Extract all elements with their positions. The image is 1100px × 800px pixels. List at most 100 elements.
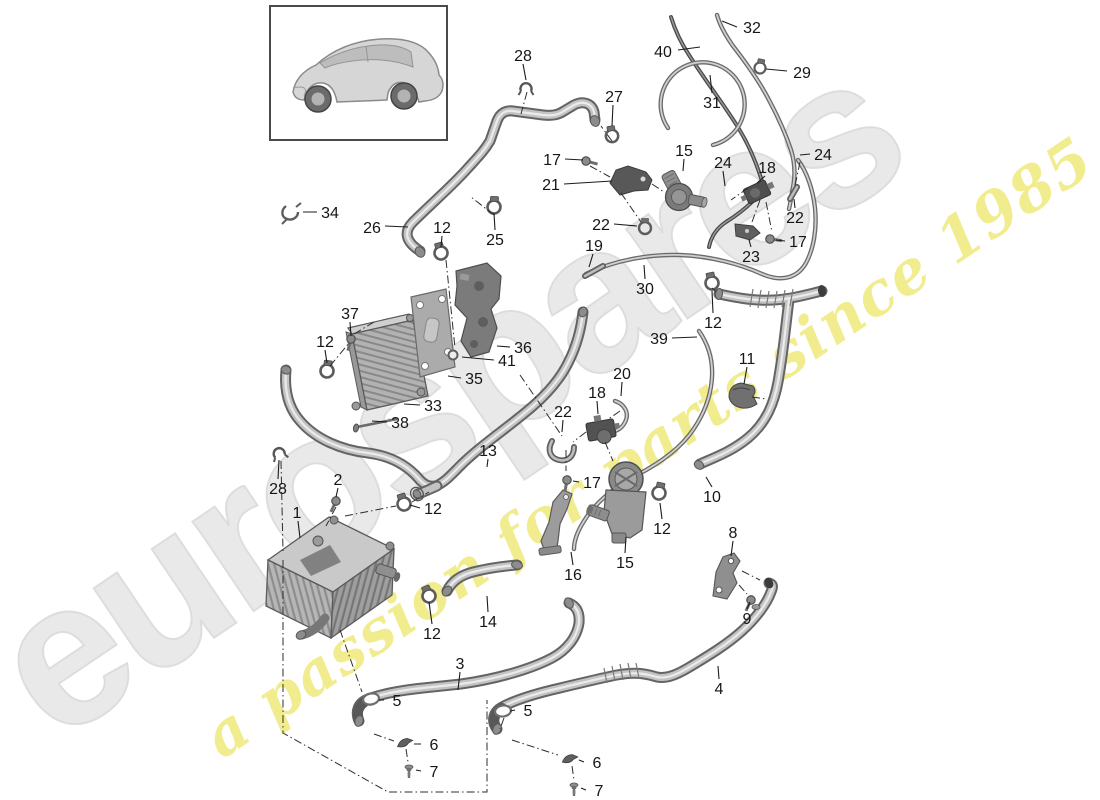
part-label-7-a: 7 (430, 764, 439, 781)
water-pump-15-top (661, 169, 708, 212)
part-label-21: 21 (542, 177, 560, 194)
housing-36 (454, 262, 502, 358)
watermark-brand-text: eurospares (0, 13, 938, 782)
part-label-6-a: 6 (430, 737, 439, 754)
clip-28-a (517, 82, 535, 97)
hose-39 (571, 328, 715, 552)
clip-6-a (395, 736, 414, 749)
part-label-17-a: 17 (543, 152, 561, 169)
part-label-24-b: 24 (814, 147, 832, 164)
part-label-3: 3 (456, 656, 465, 673)
part-label-32: 32 (743, 20, 761, 37)
oil-cooler-33 (345, 313, 429, 411)
bolt-9 (740, 592, 761, 615)
part-label-26: 26 (363, 220, 381, 237)
part-label-10: 10 (703, 489, 721, 506)
hose-4 (491, 576, 775, 735)
part-label-23: 23 (742, 249, 760, 266)
part-label-18-a: 18 (758, 160, 776, 177)
part-label-22-c: 22 (554, 404, 572, 421)
part-label-24-a: 24 (714, 155, 732, 172)
gasket-35 (410, 288, 456, 378)
bracket-11 (728, 382, 758, 409)
part-label-8: 8 (729, 525, 738, 542)
part-label-30: 30 (636, 281, 654, 298)
part-label-33: 33 (424, 398, 442, 415)
hose-14 (440, 560, 523, 598)
part-label-12-d: 12 (424, 501, 442, 518)
valve-18-center (585, 414, 620, 445)
part-label-15-a: 15 (675, 143, 693, 160)
hose-26 (407, 103, 601, 258)
hose-loop-31 (658, 60, 747, 148)
part-label-17-b: 17 (789, 234, 807, 251)
hose-10-corrugation (749, 288, 794, 309)
part-label-12-f: 12 (423, 626, 441, 643)
fitting-22 (787, 184, 800, 202)
bolt-38 (352, 417, 398, 433)
bolt-7-a (403, 763, 415, 780)
part-label-5-a: 5 (393, 693, 402, 710)
part-label-11: 11 (739, 351, 756, 368)
part-label-27: 27 (605, 89, 623, 106)
part-label-16: 16 (564, 567, 582, 584)
part-label-31: 31 (703, 95, 721, 112)
vacuum-hose-40 (669, 15, 768, 197)
bolt-7-b (568, 781, 580, 798)
part-label-12-c: 12 (704, 315, 722, 332)
part-label-37: 37 (341, 306, 359, 323)
part-label-28-b: 28 (269, 481, 287, 498)
bracket-16 (538, 489, 573, 556)
part-label-20: 20 (613, 366, 631, 383)
car-illustration (292, 38, 444, 113)
bracket-21 (609, 165, 653, 196)
connector-pipe-19 (582, 263, 606, 279)
part-label-35: 35 (465, 371, 483, 388)
part-labels: 32 40 29 31 28 27 17 21 15 24 18 24 22 1… (269, 20, 832, 800)
part-label-28-a: 28 (514, 48, 532, 65)
clamp-ring-22 (637, 218, 653, 236)
part-label-13: 13 (479, 443, 497, 460)
hose-13 (280, 306, 589, 502)
hose-10 (693, 285, 827, 470)
part-label-29: 29 (793, 65, 811, 82)
hose-4-corrugation (603, 662, 640, 684)
part-label-6-b: 6 (593, 755, 602, 772)
pipe-22-u-bend (546, 438, 577, 464)
part-label-19: 19 (585, 238, 603, 255)
part-label-7-b: 7 (595, 783, 604, 800)
part-label-4: 4 (715, 681, 724, 698)
part-label-40: 40 (654, 44, 672, 61)
seal-41 (447, 349, 459, 361)
vehicle-thumbnail (269, 5, 448, 141)
part-label-34: 34 (321, 205, 339, 222)
part-label-22-b: 22 (786, 210, 804, 227)
part-label-12-e: 12 (653, 521, 671, 538)
bracket-23 (734, 223, 761, 241)
part-label-12-a: 12 (433, 220, 451, 237)
part-label-15-b: 15 (616, 555, 634, 572)
o-ring-5-a (360, 690, 382, 708)
hose-24-segment (707, 199, 755, 249)
clip-34 (281, 202, 302, 225)
part-label-38: 38 (391, 415, 409, 432)
part-label-1: 1 (293, 505, 302, 522)
part-label-2: 2 (334, 472, 343, 489)
water-pump-15-bottom (586, 461, 647, 544)
part-label-14: 14 (479, 614, 497, 631)
part-label-22-a: 22 (592, 217, 610, 234)
label-leader-lines (277, 20, 811, 791)
bracket-8 (712, 552, 741, 600)
part-label-5-b: 5 (524, 703, 533, 720)
part-label-25: 25 (486, 232, 504, 249)
part-label-39: 39 (650, 331, 668, 348)
part-label-41: 41 (498, 353, 516, 370)
hose-30 (583, 157, 818, 281)
clip-6-b (561, 753, 579, 764)
part-label-18-b: 18 (588, 385, 606, 402)
oil-cooler-1-outlet-stubs (295, 563, 401, 640)
valve-18-top (740, 179, 775, 205)
part-label-17-c: 17 (583, 475, 601, 492)
